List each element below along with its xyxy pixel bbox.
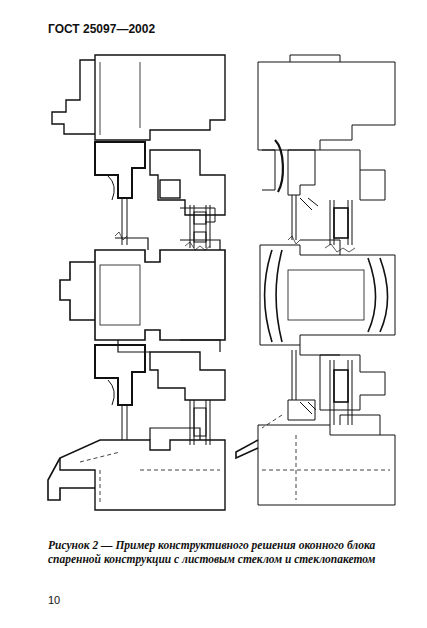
- figure-caption: Рисунок 2 — Пример конструктивного решен…: [48, 538, 388, 567]
- page-number: 10: [48, 594, 60, 606]
- running-header: ГОСТ 25097—2002: [48, 22, 155, 36]
